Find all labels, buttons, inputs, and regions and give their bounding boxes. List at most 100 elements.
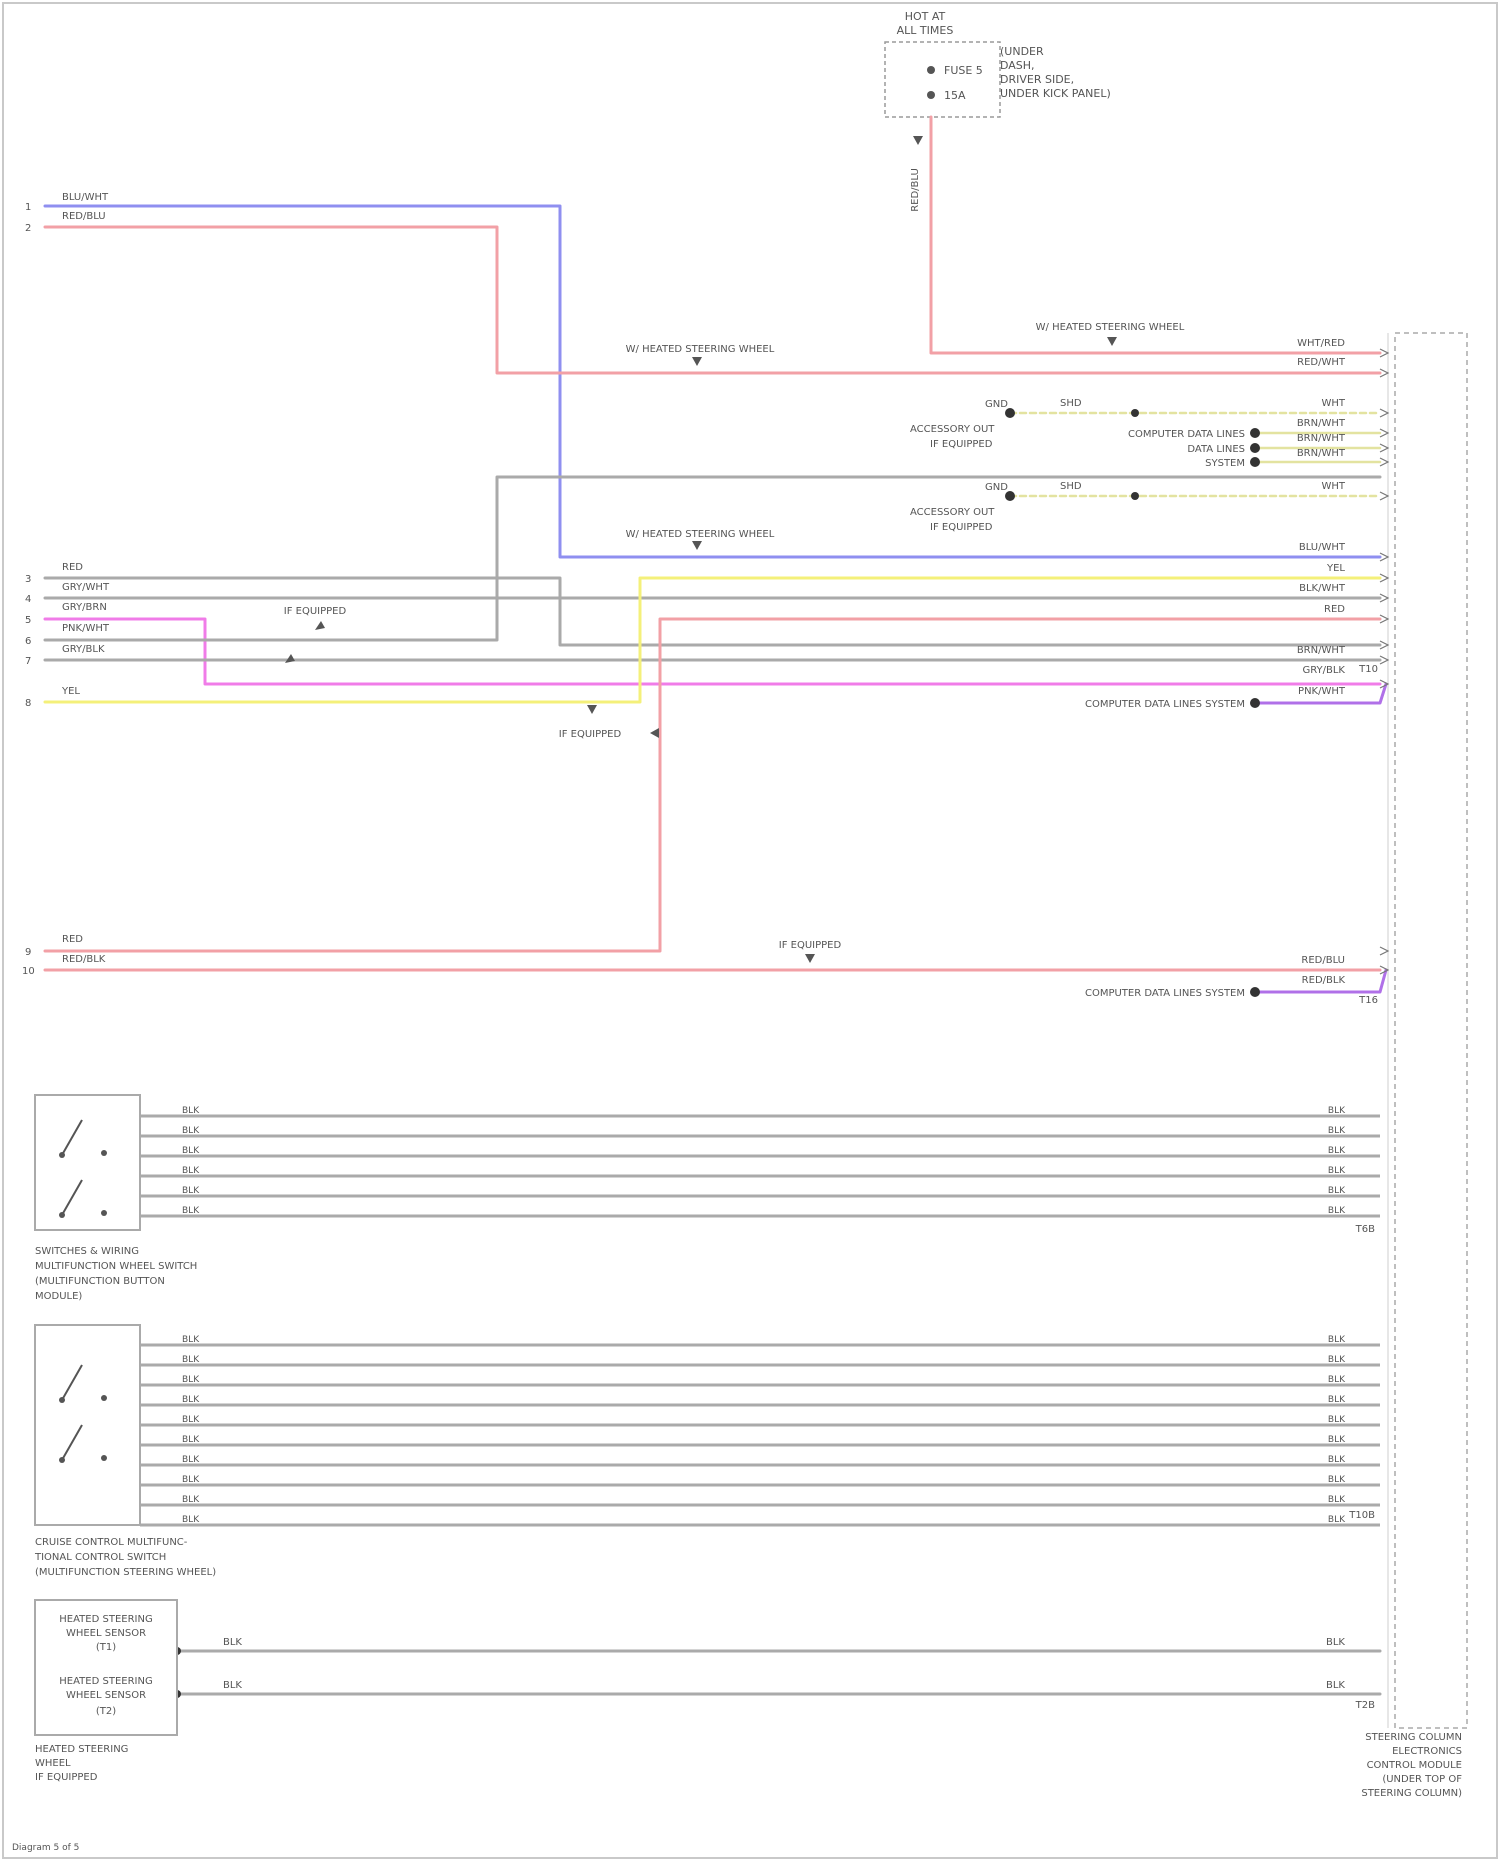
wire-label-red-blk: RED/BLK [62, 954, 106, 965]
control-module-label: ELECTRONICS [1392, 1746, 1462, 1757]
shield-wire-label: SHD [1060, 398, 1082, 409]
wire-label-red-blu: RED/BLU [62, 211, 106, 222]
sensor-connector-label: T2B [1355, 1700, 1375, 1711]
left-pin: 5 [25, 615, 31, 626]
splice-dot [1131, 492, 1139, 500]
sensor-wire-label: BLK [223, 1680, 242, 1691]
switch-harness-wire-label: BLK [1328, 1475, 1346, 1485]
splice-dot [1250, 428, 1260, 438]
switch-harness-wire-label: BLK [182, 1515, 200, 1525]
switch-harness-wire-label: BLK [182, 1415, 200, 1425]
control-module-outline [1395, 333, 1467, 1728]
right-wire-label: BRN/WHT [1297, 448, 1346, 459]
sensor-2-label: HEATED STEERING [59, 1676, 152, 1687]
data-lines-label: COMPUTER DATA LINES [1128, 429, 1245, 440]
right-wire-label: BRN/WHT [1297, 418, 1346, 429]
fuse-header-line-2: ALL TIMES [897, 24, 954, 37]
control-module-pins [1380, 349, 1388, 974]
switch-harness-wire-label: BLK [182, 1355, 200, 1365]
left-pin: 2 [25, 223, 31, 234]
fuse-header-line-1: HOT AT [905, 10, 946, 23]
switch-harness-wire-label: BLK [1328, 1395, 1346, 1405]
heated-wheel-label-blue: W/ HEATED STEERING WHEEL [626, 529, 775, 540]
switch-harness-wire-label: BLK [1328, 1415, 1346, 1425]
module-pin-icon [1380, 409, 1388, 417]
fuse-amperage: 15A [944, 89, 966, 102]
connector-arrow-icon [315, 621, 325, 630]
control-module-label: CONTROL MODULE [1367, 1760, 1462, 1771]
wire-label-red-bottom: RED [62, 934, 83, 945]
connector-t-label: T10 [1358, 664, 1378, 675]
switch-box-1-outline [35, 1095, 140, 1230]
wire-pnk-wht [45, 619, 1380, 684]
right-wire-label: BRN/WHT [1297, 645, 1346, 656]
data-lines-label: DATA LINES [1187, 444, 1245, 455]
shield-sub-label: IF EQUIPPED [930, 522, 993, 533]
switch-harness-wire-label: BLK [182, 1206, 200, 1216]
can-label: COMPUTER DATA LINES SYSTEM [1085, 699, 1245, 710]
switch-box-2-connector: T10B [1348, 1510, 1375, 1521]
switch-box-2: CRUISE CONTROL MULTIFUNC- TIONAL CONTROL… [34, 1325, 1375, 1578]
right-wire-label: WHT/RED [1297, 338, 1345, 349]
switch-harness-wire-label: BLK [182, 1166, 200, 1176]
switch-pivot-icon [59, 1152, 65, 1158]
switch-box-2-label: (MULTIFUNCTION STEERING WHEEL) [35, 1567, 216, 1578]
switch-harness-wire-label: BLK [182, 1146, 200, 1156]
left-pin: 9 [25, 947, 31, 958]
switch-harness-wire-label: BLK [1328, 1375, 1346, 1385]
wire-label-gry-brn: GRY/BRN [62, 602, 107, 613]
wire-label-blu-wht: BLU/WHT [62, 192, 109, 203]
switch-harness-wire-label: BLK [182, 1186, 200, 1196]
switch-harness-wire-label: BLK [1328, 1186, 1346, 1196]
sensor-wire-label: BLK [1326, 1637, 1345, 1648]
control-module-label: STEERING COLUMN [1365, 1732, 1462, 1743]
left-pin-numbers: 1 2 3 4 5 6 7 8 9 10 [22, 202, 35, 977]
switch-box-1-connector: T6B [1355, 1224, 1375, 1235]
shield-ground-label: GND [985, 482, 1008, 493]
switch-harness-wire-label: BLK [1328, 1455, 1346, 1465]
switch-harness-wire-label: BLK [1328, 1146, 1346, 1156]
module-pin-icon [1380, 492, 1388, 500]
fuse-drop-wire-label: RED/BLU [910, 168, 921, 212]
sensor-box-label: HEATED STEERING [35, 1744, 128, 1755]
wire-label-gry-blk: GRY/BLK [62, 644, 105, 655]
switch-harness-wire-label: BLK [1328, 1106, 1346, 1116]
switch-harness-wire-label: BLK [1328, 1495, 1346, 1505]
shield-block-upper: GND ACCESSORY OUT IF EQUIPPED SHD [910, 398, 1082, 450]
right-wire-label: WHT [1321, 481, 1345, 492]
switch-pivot-icon [59, 1457, 65, 1463]
splice-dot [1250, 443, 1260, 453]
splice-dot [1250, 987, 1260, 997]
sensor-box: HEATED STEERING WHEEL SENSOR (T1) HEATED… [35, 1600, 1375, 1783]
sensor-2-label: (T2) [96, 1706, 116, 1717]
switch-box-2-label: CRUISE CONTROL MULTIFUNC- [35, 1537, 188, 1548]
can-label: COMPUTER DATA LINES SYSTEM [1085, 988, 1245, 999]
left-pin: 4 [25, 594, 31, 605]
right-wire-label: GRY/BLK [1302, 665, 1345, 676]
splice-dot [1250, 457, 1260, 467]
switch-harness-wire-label: BLK [182, 1395, 200, 1405]
switch-box-2-outline [35, 1325, 140, 1525]
connector-arrows [285, 136, 1117, 963]
switch-harness-wire-label: BLK [182, 1375, 200, 1385]
wire-label-pnk-wht: PNK/WHT [62, 623, 110, 634]
data-lines-label: SYSTEM [1205, 458, 1245, 469]
switch-terminal-icon [101, 1210, 107, 1216]
sensor-1-label: HEATED STEERING [59, 1614, 152, 1625]
fuse-description-line-3: DRIVER SIDE, [1000, 73, 1074, 86]
right-wire-label: RED/BLU [1301, 955, 1345, 966]
heated-wheel-label-left: W/ HEATED STEERING WHEEL [626, 344, 775, 355]
left-pin: 6 [25, 636, 31, 647]
fuse-description-line-4: UNDER KICK PANEL) [1000, 87, 1111, 100]
sensor-box-label: WHEEL [35, 1758, 71, 1769]
if-equipped-label: IF EQUIPPED [779, 940, 842, 951]
switch-harness-wire-label: BLK [182, 1495, 200, 1505]
wire-label-yel: YEL [61, 686, 80, 697]
shield-ground-label: GND [985, 399, 1008, 410]
shield-sub-label: IF EQUIPPED [930, 439, 993, 450]
shield-block-lower: GND ACCESSORY OUT IF EQUIPPED SHD [910, 481, 1082, 533]
switch-pivot-icon [59, 1212, 65, 1218]
switch-harness-wire-label: BLK [1328, 1335, 1346, 1345]
